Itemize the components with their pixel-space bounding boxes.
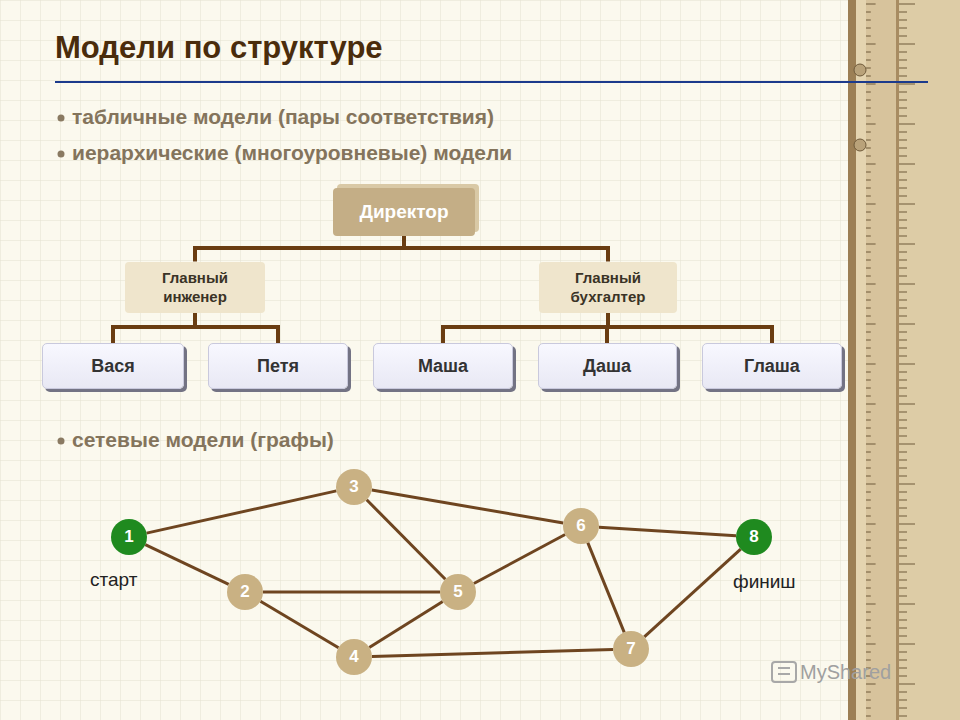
graph-edge (260, 601, 338, 648)
employee-box: Маша (373, 343, 513, 389)
ruler (848, 0, 960, 720)
graph-edge (599, 527, 736, 536)
employee-box: Петя (208, 343, 348, 389)
graph-edge (372, 490, 564, 523)
box-label: Петя (257, 356, 299, 377)
graph-vertex: 8 (736, 519, 772, 555)
tree-connector (443, 313, 608, 344)
tree-connector (195, 313, 278, 344)
title-rule (55, 81, 928, 83)
employee-box: Глаша (702, 343, 842, 389)
start-label: старт (90, 569, 137, 591)
vertex-number: 6 (576, 516, 585, 536)
graph-edge (367, 500, 446, 579)
box-label: Вася (91, 356, 135, 377)
bullet (58, 115, 65, 122)
box-label: Даша (583, 356, 631, 377)
graph-edge (474, 535, 565, 584)
box-label: Маша (418, 356, 468, 377)
vertex-number: 7 (626, 639, 635, 659)
box-label: Директор (359, 201, 448, 223)
tree-connector (113, 313, 195, 344)
graph-edge (644, 549, 740, 637)
vertex-number: 8 (749, 527, 758, 547)
bullet-text: иерархические (многоуровневые) модели (72, 141, 512, 165)
vertex-number: 4 (349, 647, 358, 667)
manager-box: Главный бухгалтер (539, 262, 677, 313)
watermark-icon (772, 662, 796, 682)
vertex-number: 1 (124, 527, 133, 547)
graph-edge (145, 545, 228, 585)
tree-connector (404, 236, 608, 262)
graph-edge (369, 602, 442, 648)
graph-edge (263, 591, 440, 594)
graph-edge (147, 491, 337, 533)
manager-box: Главный инженер (125, 262, 265, 313)
graph-vertex: 6 (563, 508, 599, 544)
slide-title: Модели по структуре (55, 30, 383, 66)
graph-vertex: 7 (613, 631, 649, 667)
bullet-text: табличные модели (пары соответствия) (72, 105, 494, 129)
graph-vertex: 3 (336, 469, 372, 505)
graph-edge (372, 650, 613, 657)
graph-vertex: 1 (111, 519, 147, 555)
bullet (58, 151, 65, 158)
bullet-text: сетевые модели (графы) (72, 428, 334, 452)
box-label: Главный бухгалтер (556, 268, 660, 307)
vertex-number: 2 (240, 582, 249, 602)
director-box: Директор (333, 188, 475, 236)
graph-edge (588, 543, 624, 633)
bullet (58, 438, 65, 445)
box-label: Глаша (744, 356, 800, 377)
graph-vertex: 4 (336, 639, 372, 675)
box-label: Главный инженер (143, 268, 247, 307)
vertex-number: 5 (453, 582, 462, 602)
tree-connector (195, 236, 404, 262)
employee-box: Даша (538, 343, 677, 389)
graph-vertex: 5 (440, 574, 476, 610)
employee-box: Вася (42, 343, 184, 389)
vertex-number: 3 (349, 477, 358, 497)
finish-label: финиш (733, 571, 796, 593)
tree-connector (608, 313, 772, 344)
watermark: MyShared (800, 661, 891, 684)
graph-vertex: 2 (227, 574, 263, 610)
